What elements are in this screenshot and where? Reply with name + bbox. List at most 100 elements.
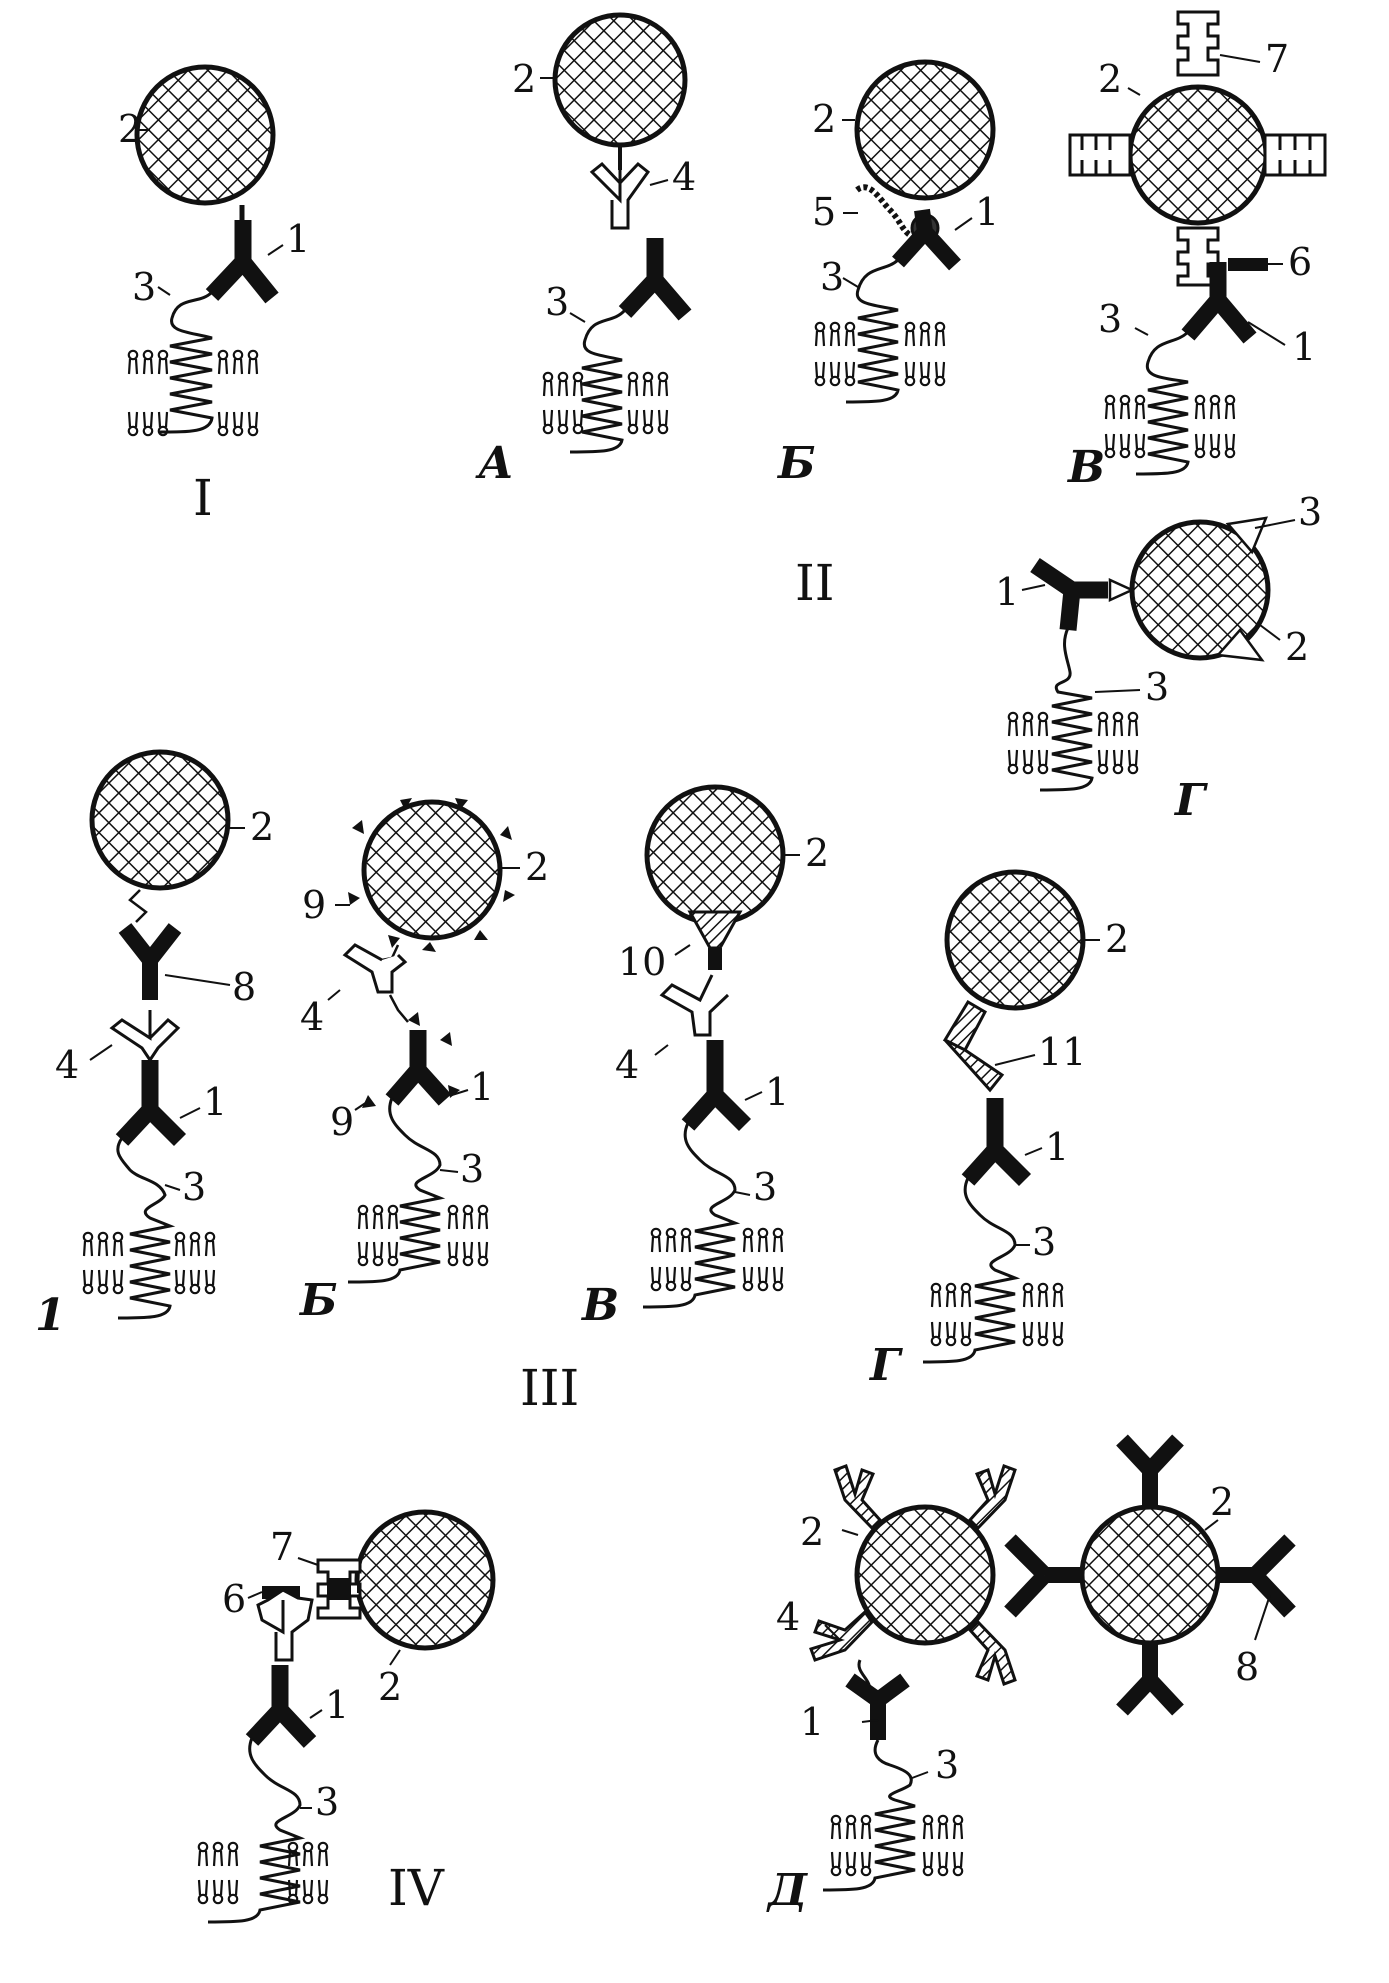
- roman-III: III: [520, 1359, 579, 1417]
- antibody-4: [589, 161, 651, 230]
- label-3: 3: [1032, 1220, 1056, 1264]
- label-1: 1: [765, 1070, 789, 1114]
- tags-9: [348, 798, 515, 952]
- label-2: 2: [525, 845, 549, 889]
- liposome: [134, 64, 276, 206]
- scheme-II-G: 3 2 1 3 Г: [995, 490, 1322, 826]
- label-3: 3: [753, 1165, 777, 1209]
- scheme-III-1: 2 8 4 1 3 1: [35, 749, 274, 1341]
- label-3: 3: [460, 1147, 484, 1191]
- anchor-3: [159, 290, 214, 434]
- label-3: 3: [182, 1165, 206, 1209]
- label-1: 1: [995, 570, 1019, 614]
- label-2: 2: [1285, 625, 1309, 669]
- label-4: 4: [776, 1595, 800, 1639]
- scheme-II-V: 2 7 6 1 3 В: [1066, 10, 1327, 493]
- letter-B: Б: [776, 438, 816, 489]
- letter-V: В: [580, 1280, 619, 1331]
- antibody-8: [118, 923, 182, 1000]
- label-1: 1: [1045, 1125, 1069, 1169]
- roman-II: II: [795, 554, 835, 612]
- label-3: 3: [820, 255, 844, 299]
- label-6: 6: [1288, 240, 1312, 284]
- label-3: 3: [935, 1743, 959, 1787]
- label-2b: 2: [1210, 1480, 1234, 1524]
- antibodies-8: [1004, 1434, 1296, 1716]
- letter-G: Г: [868, 1340, 903, 1391]
- label-1: 1: [800, 1700, 824, 1744]
- label-2: 2: [812, 97, 836, 141]
- label-1: 1: [203, 1080, 227, 1124]
- label-2: 2: [800, 1510, 824, 1554]
- antibody-1: [385, 1030, 452, 1106]
- label-2: 2: [1098, 57, 1122, 101]
- antibody-1: [845, 1673, 910, 1740]
- label-2: 2: [805, 831, 829, 875]
- membrane-lipids: [357, 1204, 489, 1267]
- label-9: 9: [302, 883, 326, 927]
- letter-V: В: [1066, 442, 1105, 493]
- roman-IV: IV: [388, 1859, 445, 1917]
- label-4: 4: [300, 995, 324, 1039]
- antibody-1: [1030, 557, 1108, 631]
- label-1: 1: [975, 190, 999, 234]
- antibodies-4: [809, 1464, 1017, 1686]
- anchor-3: [1135, 330, 1190, 476]
- anchor-3: [642, 1122, 741, 1309]
- label-3: 3: [1298, 490, 1322, 534]
- antibody-10: [687, 910, 743, 950]
- liposome: [1127, 84, 1269, 226]
- scheme-D: 2 4 1 3 2 8 Д: [766, 1434, 1296, 1916]
- antibody-1: [618, 238, 692, 321]
- label-7: 7: [1265, 37, 1289, 81]
- letter-G: Г: [1173, 775, 1208, 826]
- anchor-3: [1039, 627, 1094, 792]
- label-8: 8: [232, 965, 256, 1009]
- antibody-1: [245, 1665, 317, 1748]
- label-3b: 3: [1145, 665, 1169, 709]
- label-3: 3: [545, 280, 569, 324]
- label-7: 7: [270, 1525, 294, 1569]
- liposome: [552, 12, 688, 148]
- label-2: 2: [250, 805, 274, 849]
- letter-one: 1: [35, 1290, 66, 1341]
- label-11: 11: [1038, 1030, 1086, 1074]
- antibody-1: [961, 1098, 1032, 1187]
- liposome: [354, 1509, 496, 1651]
- membrane-lipids: [127, 349, 259, 437]
- scheme-III-V: 2 10 4 1 3 В: [580, 784, 829, 1331]
- scheme-II-A: 2 4 3 А: [475, 12, 696, 489]
- antibody-1: [1181, 262, 1257, 344]
- label-8: 8: [1235, 1645, 1259, 1689]
- antibody-4: [342, 943, 408, 994]
- anchor-3: [822, 1739, 916, 1892]
- ligand-7: [1068, 10, 1327, 287]
- hapten-6: [1228, 258, 1268, 271]
- anchor-3: [207, 1737, 306, 1924]
- liposome: [944, 869, 1086, 1011]
- liposome: [854, 59, 996, 201]
- scheme-III-G: 2 11 1 3 Г: [868, 869, 1129, 1391]
- anchor-3: [116, 1137, 176, 1320]
- antibody-1: [205, 220, 279, 304]
- label-1: 1: [470, 1065, 494, 1109]
- liposome: [854, 1504, 996, 1646]
- letter-D: Д: [766, 1865, 808, 1916]
- anchor-3: [845, 258, 900, 404]
- antibody-1: [681, 1040, 752, 1132]
- anchor-3: [347, 1097, 446, 1284]
- label-2: 2: [118, 107, 142, 151]
- label-2: 2: [1105, 917, 1129, 961]
- antigen-3: [1215, 516, 1269, 662]
- label-10: 10: [618, 940, 666, 984]
- label-3: 3: [315, 1780, 339, 1824]
- antibody-4: [659, 974, 730, 1037]
- anchor-3: [922, 1177, 1021, 1364]
- label-2: 2: [378, 1665, 402, 1709]
- antibody-4: [109, 1010, 181, 1063]
- scheme-III-B: 2 9 4 9 1 3 Б: [298, 798, 549, 1326]
- label-3: 3: [1098, 297, 1122, 341]
- scheme-II-B: 2 5 1 3 Б: [776, 59, 999, 489]
- membrane-lipids: [542, 371, 669, 435]
